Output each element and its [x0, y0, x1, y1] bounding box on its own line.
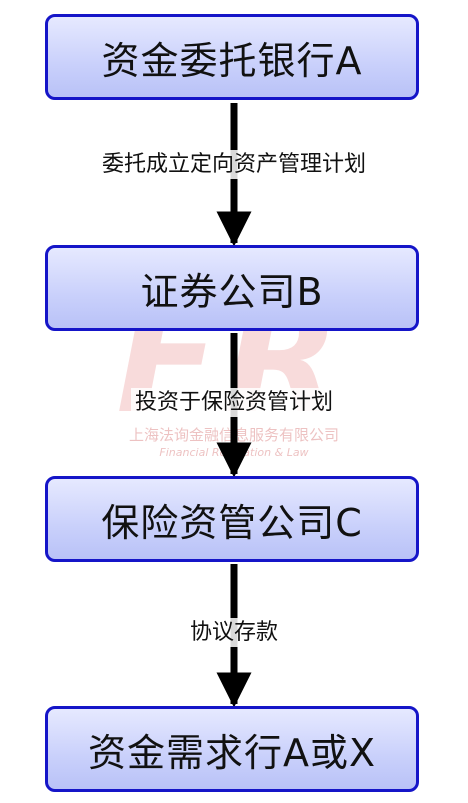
node-securities-company-b: 证券公司B	[45, 245, 419, 331]
edge-label-c-d: 协议存款	[0, 614, 468, 647]
edge-label-b-c: 投资于保险资管计划	[0, 384, 468, 417]
edge-label-b-c-text: 投资于保险资管计划	[130, 388, 337, 417]
node-insurance-asset-mgmt-c: 保险资管公司C	[45, 476, 419, 562]
node-funding-bank-a: 资金委托银行A	[45, 14, 419, 100]
edge-label-a-b: 委托成立定向资产管理计划	[0, 146, 468, 179]
edge-label-a-b-text: 委托成立定向资产管理计划	[97, 150, 370, 179]
edge-label-c-d-text: 协议存款	[185, 618, 282, 647]
node-funding-demand-bank: 资金需求行A或X	[45, 706, 419, 792]
